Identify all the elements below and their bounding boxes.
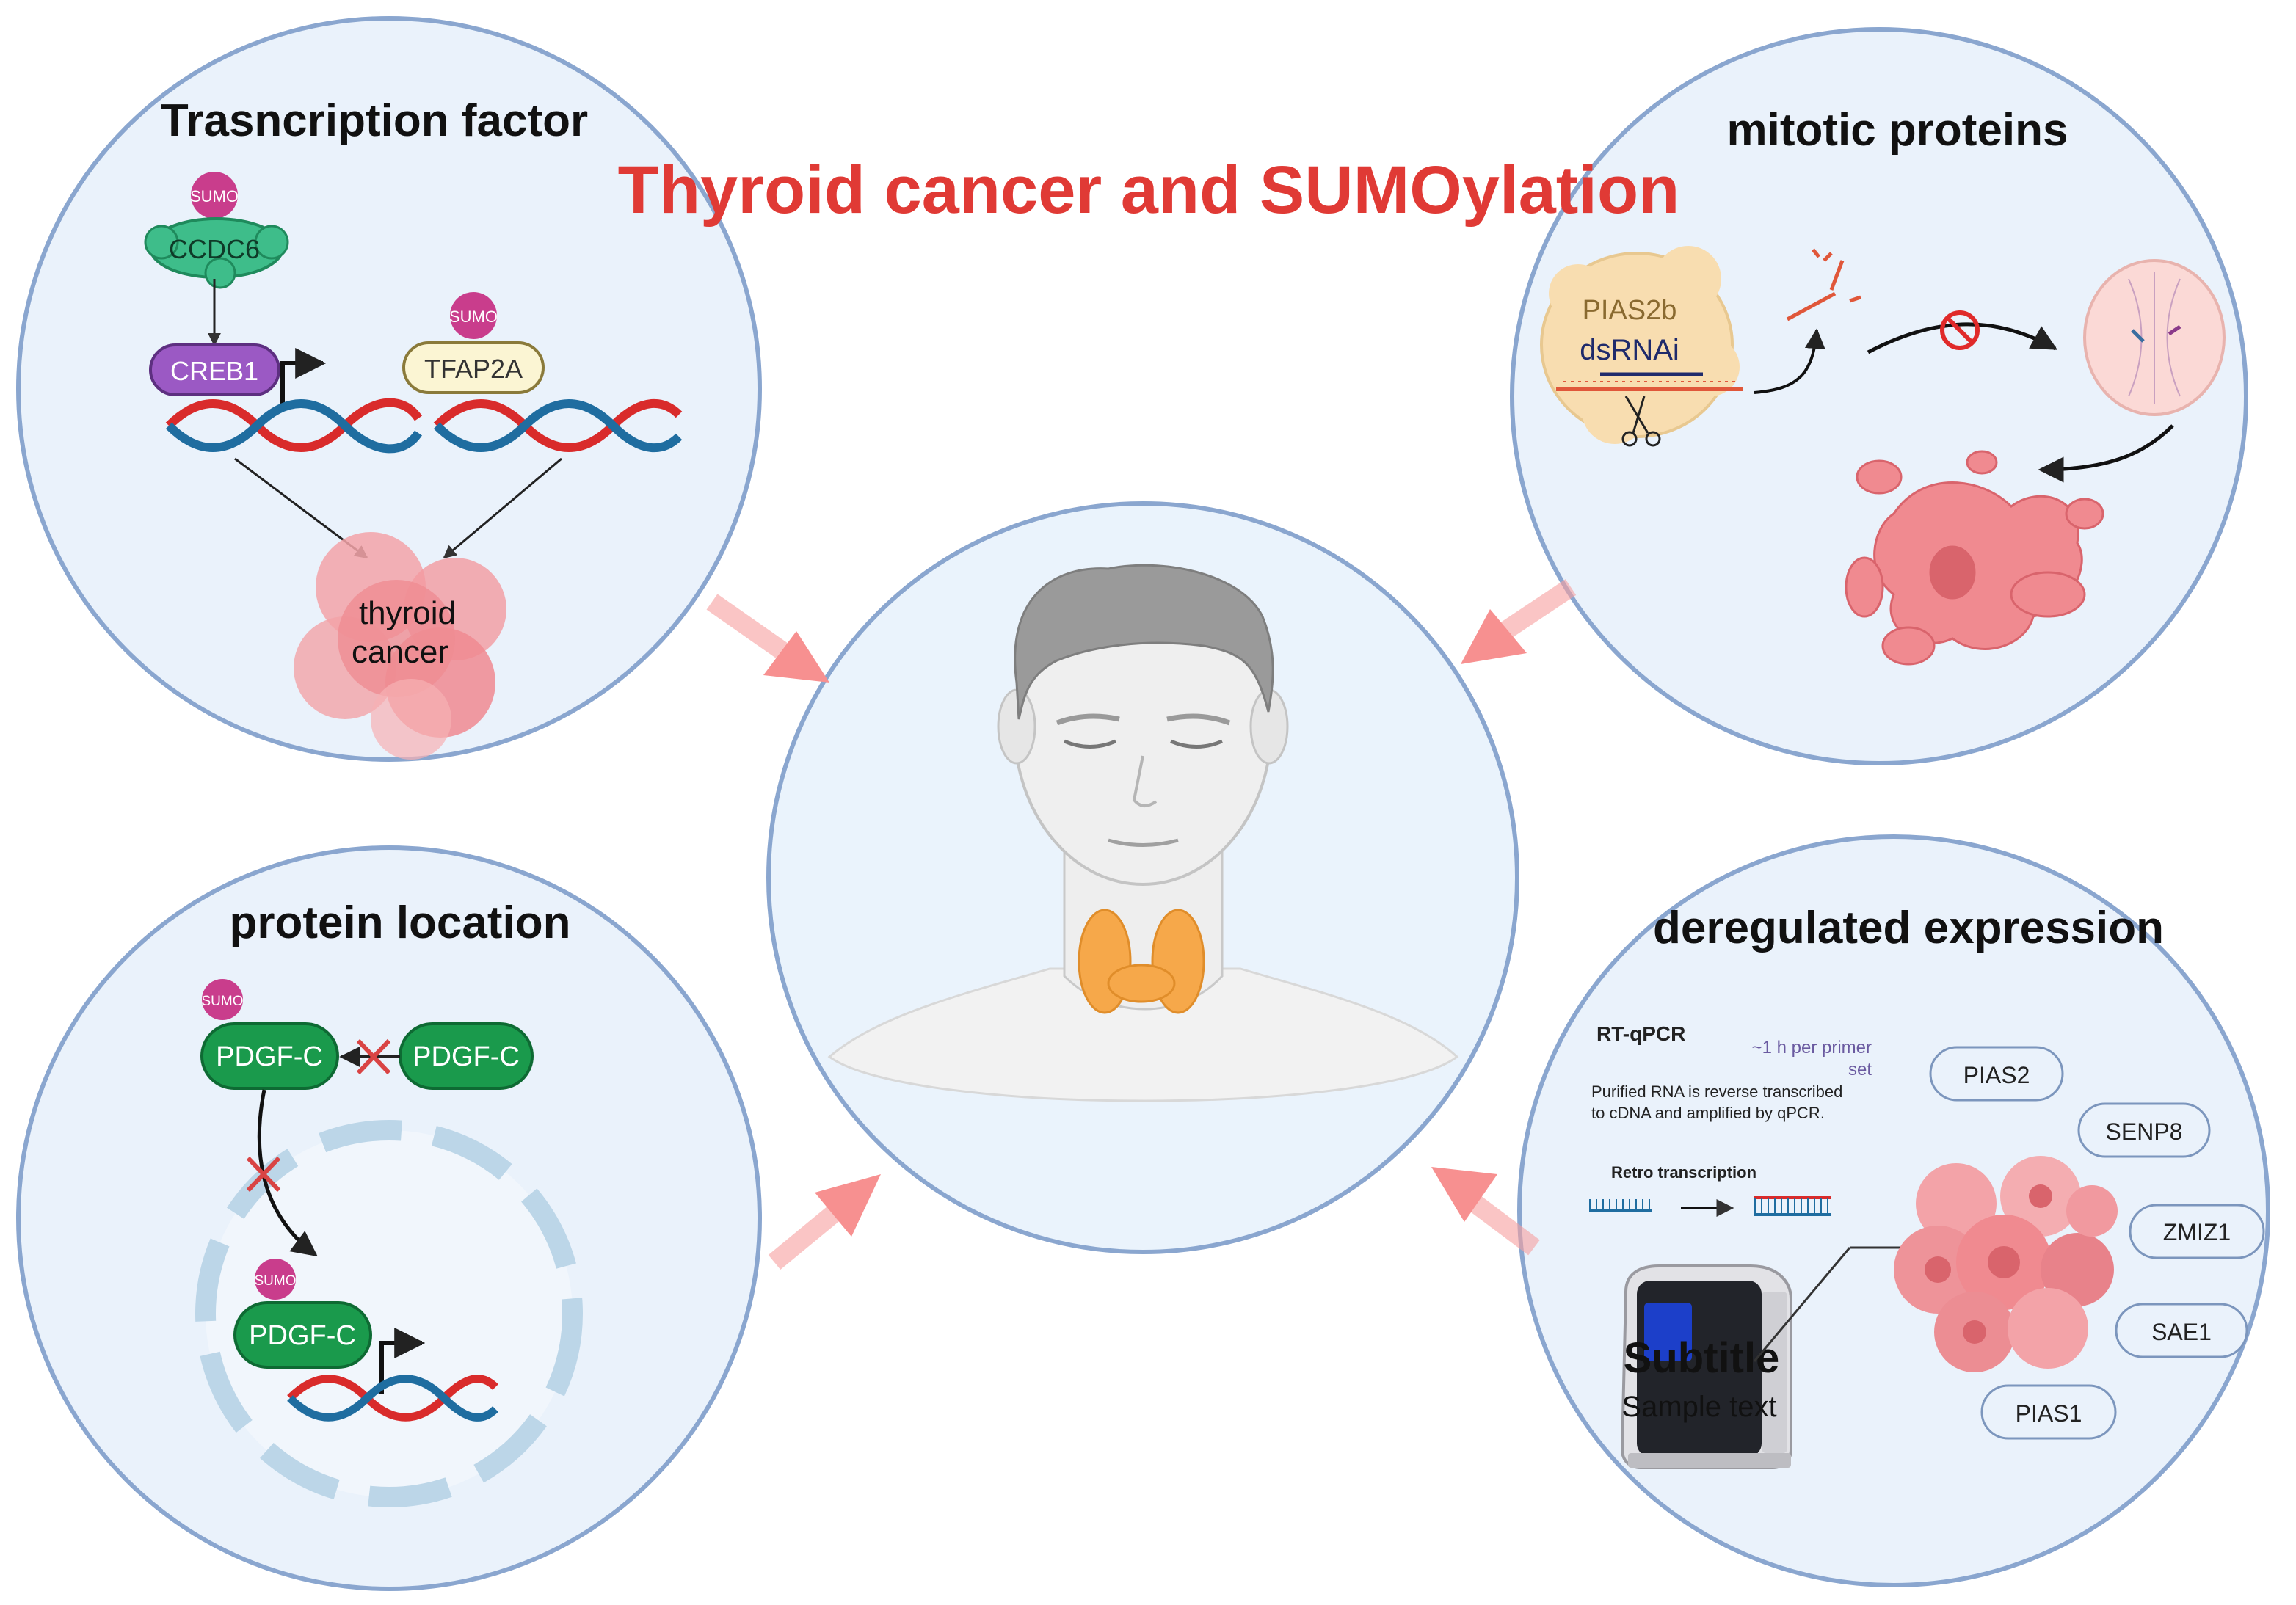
tfap2a-pill <box>402 341 545 394</box>
gene-pill-senp8 <box>2077 1102 2211 1158</box>
creb1-pill <box>149 343 280 396</box>
gene-label-senp8: SENP8 <box>2106 1118 2183 1145</box>
gene-label-pias2: PIAS2 <box>1963 1062 2030 1088</box>
gene-pill-sae1 <box>2115 1303 2248 1358</box>
tfap2a-label: TFAP2A <box>424 354 523 384</box>
mitotic-cell <box>2083 259 2226 416</box>
cancer-label-line1: thyroid <box>359 595 456 631</box>
sumo-badge-pdgf1 <box>202 979 243 1020</box>
arrow-to-mitosis <box>1867 322 2058 354</box>
pdgf-pill-3 <box>233 1301 372 1369</box>
pias2b-label: PIAS2b <box>1583 295 1677 326</box>
sumo-label-pdgf3: SUMO <box>255 1273 297 1289</box>
heading-expression: deregulated expression <box>1653 903 2164 953</box>
tumor-tissue <box>1845 450 2104 666</box>
main-title: Thyroid cancer and SUMOylation <box>618 153 1680 228</box>
thyroid-cancer-cluster <box>294 532 506 760</box>
gene-pill-pias1 <box>1980 1384 2117 1440</box>
dsrnai-label: dsRNAi <box>1580 334 1679 366</box>
sumo-badge-pdgf3 <box>255 1259 296 1300</box>
sumo-badge-tfap2a <box>450 292 497 339</box>
cdna-strand <box>1754 1196 1831 1216</box>
sumo-label-pdgf1: SUMO <box>202 994 244 1009</box>
time-label-line2: set <box>1848 1060 1872 1080</box>
arrow-dna2-to-cancer <box>443 457 562 559</box>
pdgf-pill-1 <box>200 1022 339 1090</box>
scissors-icon <box>1621 396 1661 447</box>
thyroid-gland <box>1078 909 1205 1014</box>
cross-icon-import <box>246 1156 281 1193</box>
gene-label-zmiz1: ZMIZ1 <box>2163 1219 2231 1245</box>
gene-pill-zmiz1 <box>2129 1204 2265 1259</box>
pdgf-label-1: PDGF-C <box>216 1041 323 1072</box>
sample-text-label: Sample text <box>1621 1391 1776 1423</box>
pdgf-label-2: PDGF-C <box>413 1041 520 1072</box>
sumo-label-ccdc6: SUMO <box>190 187 239 205</box>
retro-rna-strand <box>1589 1199 1652 1212</box>
pink-arrow-bottom-left <box>768 1174 881 1270</box>
tss-arrow-pdgf <box>379 1328 426 1394</box>
dsrna-strand <box>1556 372 1743 391</box>
ccdc6-protein <box>144 217 289 289</box>
arrow-to-tumor <box>2038 424 2174 483</box>
prohibited-icon <box>1940 310 1980 350</box>
desc-line2: to cDNA and amplified by qPCR. <box>1591 1104 1825 1122</box>
tss-arrow-creb1 <box>280 348 327 411</box>
person-illustration <box>827 564 1459 1102</box>
cancer-cell-cluster <box>1894 1156 2118 1372</box>
dna-helix-1 <box>165 398 422 454</box>
retro-label: Retro transcription <box>1611 1163 1756 1182</box>
cross-icon-binding <box>356 1038 391 1075</box>
arrow-to-fragments <box>1754 328 1825 394</box>
gene-label-sae1: SAE1 <box>2151 1319 2212 1345</box>
rna-fragments <box>1786 248 1861 321</box>
desc-line1: Purified RNA is reverse transcribed <box>1591 1082 1842 1101</box>
rtqpcr-label: RT-qPCR <box>1596 1022 1685 1045</box>
pink-arrow-top-right <box>1461 579 1577 664</box>
pink-arrow-bottom-right <box>1431 1167 1540 1256</box>
dna-helix-2 <box>433 398 683 453</box>
ccdc6-label: CCDC6 <box>169 234 260 264</box>
sumo-label-tfap2a: SUMO <box>449 307 498 326</box>
sumo-badge-ccdc6 <box>191 172 238 219</box>
pdgf-label-3: PDGF-C <box>249 1320 356 1351</box>
subtitle-label: Subtitle <box>1624 1334 1780 1382</box>
heading-location: protein location <box>230 898 571 948</box>
time-label-line1: ~1 h per primer <box>1752 1038 1872 1058</box>
cancer-label-line2: cancer <box>352 634 448 670</box>
qpcr-machine <box>1620 1264 1792 1469</box>
heading-mitotic: mitotic proteins <box>1726 105 2068 156</box>
heading-transcription: Trasncription factor <box>161 95 588 146</box>
machine-to-cells-line <box>1753 1247 1851 1362</box>
pink-arrow-top-left <box>706 594 829 683</box>
gene-pill-pias2 <box>1929 1046 2064 1102</box>
gene-label-pias1: PIAS1 <box>2016 1400 2082 1427</box>
creb1-label: CREB1 <box>170 356 258 386</box>
dna-helix-3 <box>287 1375 498 1422</box>
